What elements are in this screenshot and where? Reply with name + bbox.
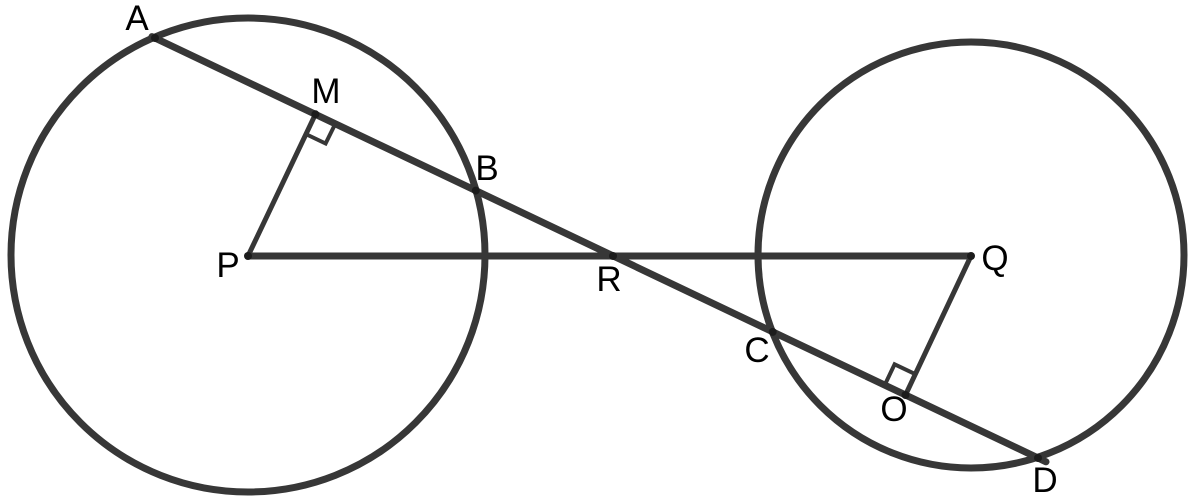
point-label-B: B	[475, 149, 498, 188]
point-Q	[967, 252, 975, 260]
point-R	[609, 252, 617, 260]
point-label-D: D	[1032, 461, 1057, 500]
perpendicular-PM	[245, 111, 318, 259]
point-label-M: M	[311, 72, 340, 111]
secant-line-AD	[148, 33, 1050, 466]
point-M	[311, 110, 320, 119]
right-angle-mark-at-O	[882, 361, 917, 386]
point-label-Q: Q	[981, 239, 1008, 278]
point-label-O: O	[880, 390, 907, 429]
point-C	[768, 327, 777, 336]
point-B	[471, 186, 480, 195]
point-A	[151, 34, 159, 42]
point-label-P: P	[216, 246, 239, 285]
right-angle-mark-at-M	[304, 122, 338, 147]
point-label-A: A	[125, 0, 149, 38]
point-O	[901, 391, 910, 399]
point-label-R: R	[596, 260, 621, 299]
point-D	[1034, 454, 1042, 462]
point-P	[244, 252, 252, 260]
perpendicular-QO	[903, 253, 974, 398]
point-label-C: C	[744, 331, 769, 370]
